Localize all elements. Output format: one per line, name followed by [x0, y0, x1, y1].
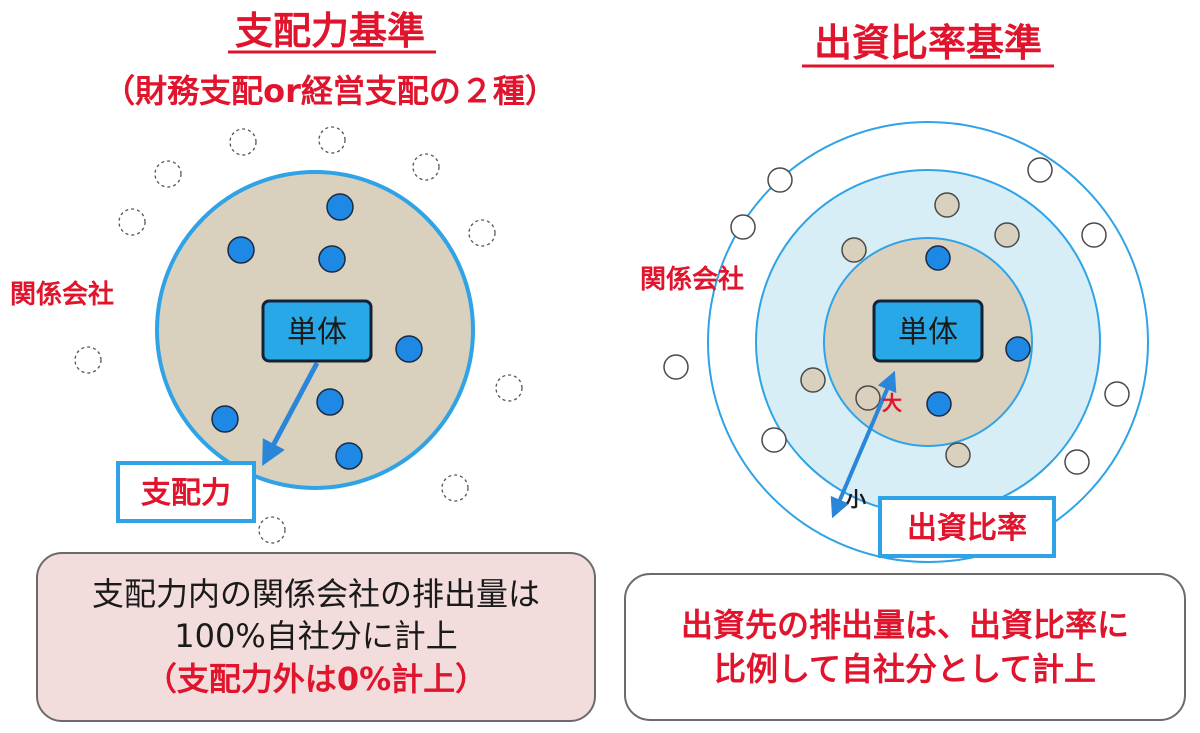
left-center-box	[261, 299, 373, 363]
outside-affiliate-dot	[441, 474, 469, 502]
controlled-affiliates	[211, 193, 423, 470]
control-standard-note: 支配力内の関係会社の排出量は 100%自社分に計上 （支配力外は0%計上）	[36, 552, 596, 722]
mid-share-affiliate-dot	[945, 442, 971, 468]
low-share-affiliate-dot	[1104, 381, 1130, 407]
right-affiliates-label: 関係会社	[640, 264, 744, 295]
left-affiliates-label: 関係会社	[10, 279, 114, 310]
outside-affiliate-dot	[154, 160, 182, 188]
mid-share-affiliate-dot	[994, 222, 1020, 248]
low-share-affiliate-dot	[1064, 449, 1090, 475]
mid-share-affiliate-dot	[800, 367, 826, 393]
low-share-affiliate-dot	[1081, 222, 1107, 248]
low-share-affiliate-dot	[767, 167, 793, 193]
controlled-affiliate-dot	[335, 442, 363, 470]
equity-arrow	[830, 370, 897, 519]
equity-label-box	[878, 496, 1056, 558]
control-note-line-3: （支配力外は0%計上）	[144, 660, 488, 698]
control-label-box	[116, 461, 256, 523]
mid-share-affiliate-dot	[841, 237, 867, 263]
outside-affiliates	[74, 126, 523, 544]
high-share-affiliate-dot	[925, 245, 951, 271]
equity-note-line-1: 出資先の排出量は、出資比率に	[680, 606, 1129, 644]
high-share-affiliate-dot	[926, 391, 952, 417]
control-note-line-2: 100%自社分に計上	[174, 617, 458, 655]
outside-affiliate-dot	[318, 126, 346, 154]
outside-affiliate-dot	[468, 219, 496, 247]
mid-share-affiliate-dot	[855, 385, 881, 411]
control-note-line-1: 支配力内の関係会社の排出量は	[91, 575, 540, 613]
right-center-label: 単体	[898, 315, 958, 350]
low-share-affiliate-dot	[663, 354, 689, 380]
outside-affiliate-dot	[495, 374, 523, 402]
equity-note-line-2: 比例して自社分として計上	[713, 650, 1097, 688]
left-subtitle: （財務支配or経営支配の２種）	[103, 72, 557, 110]
high-share-affiliate-dot	[1005, 336, 1031, 362]
outside-affiliate-dot	[229, 128, 257, 156]
low-share-affiliate-dot	[730, 214, 756, 240]
small-share-label: 小	[846, 487, 866, 511]
right-title: 出資比率基準	[814, 21, 1042, 65]
equity-standard-note: 出資先の排出量は、出資比率に 比例して自社分として計上	[624, 573, 1186, 721]
equity-share-diagram: 出資比率基準	[640, 21, 1149, 563]
controlled-affiliate-dot	[316, 388, 344, 416]
control-arrow	[262, 361, 320, 467]
control-label: 支配力	[141, 476, 231, 511]
low-share-affiliate-dot	[1027, 157, 1053, 183]
control-standard-diagram: 支配力基準 （財務支配or経営支配の２種） 関係	[10, 9, 557, 544]
right-center-box	[872, 299, 984, 363]
equity-label: 出資比率	[907, 511, 1027, 546]
controlled-affiliate-dot	[227, 236, 255, 264]
mid-share-affiliate-dot	[934, 192, 960, 218]
left-center-label: 単体	[287, 315, 347, 350]
high-share-affiliates	[925, 245, 1031, 417]
low-share-affiliate-dot	[761, 427, 787, 453]
outside-affiliate-dot	[74, 346, 102, 374]
left-title: 支配力基準	[235, 9, 425, 53]
outside-affiliate-dot	[118, 208, 146, 236]
controlled-affiliate-dot	[395, 335, 423, 363]
large-share-label: 大	[882, 391, 902, 415]
controlled-affiliate-dot	[326, 193, 354, 221]
controlled-affiliate-dot	[318, 245, 346, 273]
low-share-affiliates	[663, 157, 1130, 475]
outside-affiliate-dot	[258, 516, 286, 544]
controlled-affiliate-dot	[211, 405, 239, 433]
outside-affiliate-dot	[412, 153, 440, 181]
